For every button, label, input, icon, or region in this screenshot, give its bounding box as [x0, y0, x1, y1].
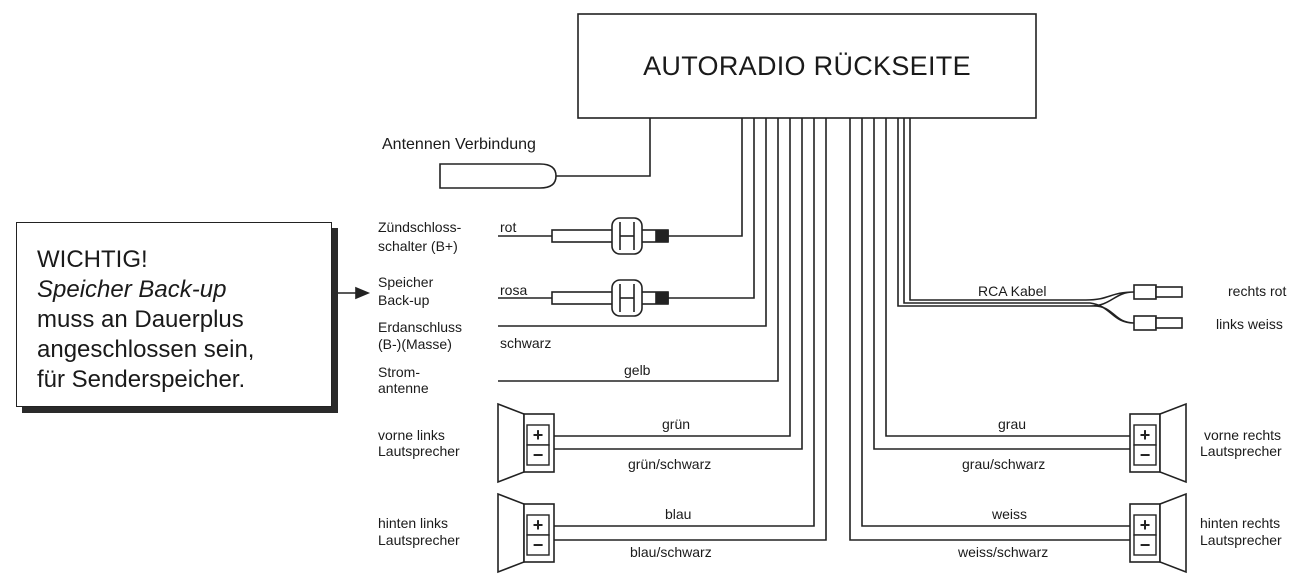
- memory-label-2: Back-up: [378, 292, 430, 308]
- head-unit-box: [577, 13, 1037, 119]
- warning-heading: WICHTIG!: [37, 246, 148, 273]
- wire-label-rosa: rosa: [500, 282, 528, 298]
- rear-left-label-2: Lautsprecher: [378, 532, 460, 548]
- head-unit-title: AUTORADIO RÜCKSEITE: [643, 50, 971, 81]
- front-right-label-1: vorne rechts: [1204, 427, 1282, 443]
- plus-sign-front-left: +: [533, 425, 544, 445]
- antenna-plug-icon: [439, 163, 557, 189]
- front-left-label-2: Lautsprecher: [378, 443, 460, 459]
- antenna-cable: [548, 118, 651, 177]
- rca-plug-left-tip: [1155, 317, 1183, 329]
- wire-label-gruen-schwarz: grün/schwarz: [628, 456, 712, 472]
- warning-arrow-head: [355, 286, 371, 300]
- power-antenna-label-1: Strom-: [378, 364, 420, 380]
- warning-line-3: muss an Dauerplus: [37, 306, 244, 333]
- wire-label-grau-schwarz: grau/schwarz: [962, 456, 1046, 472]
- antenna-label: Antennen Verbindung: [382, 136, 536, 153]
- fuse-holder-ignition: [551, 217, 669, 255]
- wire-label-schwarz: schwarz: [500, 335, 552, 351]
- rear-right-label-1: hinten rechts: [1200, 515, 1281, 531]
- wire-label-weiss: weiss: [992, 506, 1028, 522]
- rear-left-label-1: hinten links: [378, 515, 449, 531]
- fuse-holder-memory: [551, 279, 669, 317]
- warning-box: WICHTIG! Speicher Back-up muss an Dauerp…: [16, 222, 332, 407]
- rca-plug-right-tip: [1155, 286, 1183, 298]
- plus-sign-front-right: +: [1140, 425, 1151, 445]
- minus-sign-rear-left: −: [533, 535, 544, 555]
- warning-line-5: für Senderspeicher.: [37, 366, 246, 393]
- ground-label-2: (B-)(Masse): [378, 336, 452, 352]
- minus-sign-front-right: −: [1140, 445, 1151, 465]
- front-right-label-2: Lautsprecher: [1200, 443, 1282, 459]
- front-left-label-1: vorne links: [378, 427, 445, 443]
- wire-label-weiss-schwarz: weiss/schwarz: [958, 544, 1049, 560]
- power-antenna-label-2: antenne: [378, 380, 429, 396]
- wire-weiss: [861, 118, 1130, 527]
- warning-line-2: Speicher Back-up: [37, 276, 227, 303]
- wire-label-blau-schwarz: blau/schwarz: [630, 544, 712, 560]
- rca-right-label: rechts rot: [1228, 283, 1287, 299]
- rca-cable-label: RCA Kabel: [978, 283, 1047, 299]
- wire-label-gruen: grün: [662, 416, 691, 432]
- wire-rot: [498, 118, 743, 237]
- wire-label-gelb: gelb: [624, 362, 651, 378]
- rear-right-label-2: Lautsprecher: [1200, 532, 1282, 548]
- wire-schwarz: [498, 118, 767, 327]
- wire-label-rot: rot: [500, 219, 517, 235]
- wire-gruen-schwarz: [554, 118, 803, 450]
- ignition-label-2: schalter (B+): [378, 238, 458, 254]
- wire-weiss-schwarz: [849, 118, 1130, 541]
- wire-blau-schwarz: [554, 118, 827, 541]
- ground-label-1: Erdanschluss: [378, 319, 463, 335]
- plus-sign-rear-right: +: [1140, 515, 1151, 535]
- rca-plug-right: [1133, 284, 1157, 300]
- wire-rosa: [498, 118, 755, 299]
- minus-sign-rear-right: −: [1140, 535, 1151, 555]
- wire-gelb: [498, 118, 779, 382]
- wire-grau-schwarz: [873, 118, 1130, 450]
- rca-plug-left: [1133, 315, 1157, 331]
- wire-blau: [554, 118, 815, 527]
- memory-label-1: Speicher: [378, 274, 434, 290]
- plus-sign-rear-left: +: [533, 515, 544, 535]
- rca-left-label: links weiss: [1216, 316, 1283, 332]
- wire-label-grau: grau: [998, 416, 1027, 432]
- minus-sign-front-left: −: [533, 445, 544, 465]
- warning-line-4: angeschlossen sein,: [37, 336, 255, 363]
- wire-label-blau: blau: [665, 506, 692, 522]
- wire-gruen: [554, 118, 791, 437]
- wire-grau: [885, 118, 1130, 437]
- rca-cable: [897, 118, 1135, 324]
- ignition-label-1: Zündschloss-: [378, 219, 462, 235]
